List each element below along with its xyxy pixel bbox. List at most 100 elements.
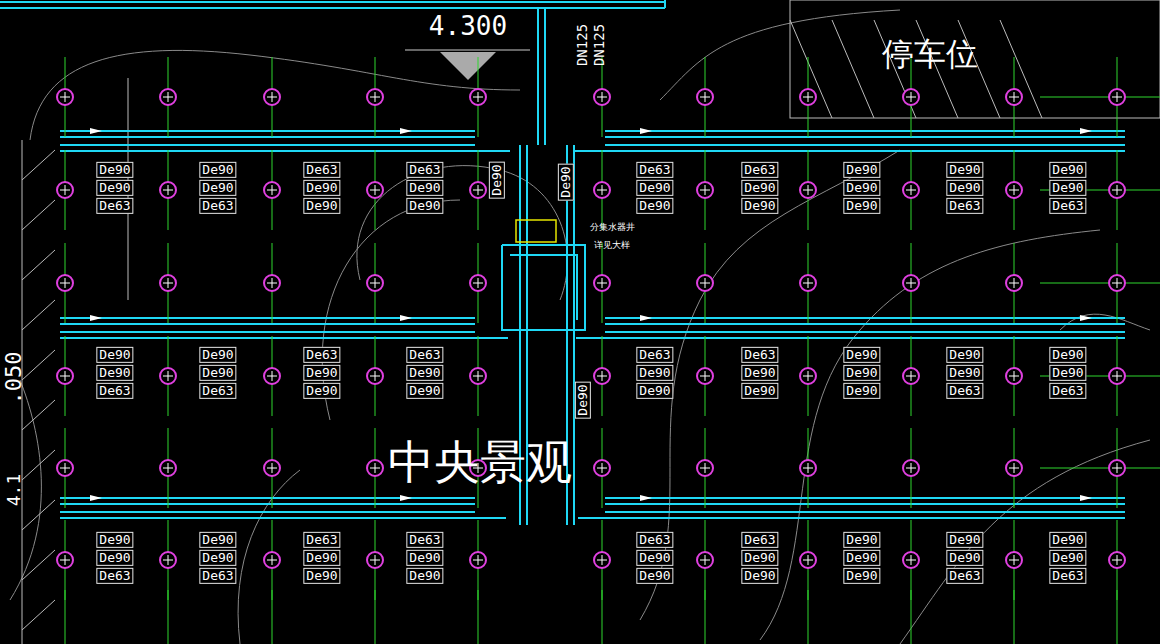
pipe-size: De90 — [741, 550, 778, 566]
pipe-size: De63 — [96, 383, 133, 399]
borehole — [800, 243, 816, 323]
borehole — [57, 428, 73, 508]
borehole — [470, 243, 486, 323]
pipe-size: De63 — [199, 383, 236, 399]
borehole — [903, 150, 919, 230]
pipe-size: De63 — [636, 162, 673, 178]
plan-label: 中央景观 — [388, 437, 572, 488]
borehole — [1109, 520, 1125, 600]
borehole — [594, 428, 610, 508]
pipe-size: De90 — [199, 162, 236, 178]
pipe-size: De90 — [1049, 162, 1086, 178]
pipe-size: De63 — [636, 347, 673, 363]
pipe-size: De90 — [1049, 532, 1086, 548]
elevation-mark — [440, 52, 496, 80]
pipe-size: De63 — [199, 198, 236, 214]
borehole — [160, 57, 176, 137]
contour-line — [760, 230, 1100, 640]
borehole — [57, 150, 73, 230]
borehole — [160, 520, 176, 600]
pipe-size: De90 — [96, 532, 133, 548]
pipe-size: De90 — [199, 365, 236, 381]
borehole — [367, 428, 383, 508]
pipe-size: De63 — [636, 532, 673, 548]
elevation-line — [405, 50, 530, 51]
pipe-size: De90 — [636, 180, 673, 196]
green-lines — [65, 97, 1160, 644]
pipe-size: De90 — [946, 550, 983, 566]
pipe-size: De90 — [96, 347, 133, 363]
pipe-size: De63 — [96, 568, 133, 584]
pipe-size: De63 — [946, 198, 983, 214]
borehole — [697, 520, 713, 600]
borehole — [1109, 428, 1125, 508]
pipe-size: De90 — [303, 550, 340, 566]
pipe-size: De90 — [636, 198, 673, 214]
borehole — [594, 243, 610, 323]
borehole — [160, 336, 176, 416]
borehole — [1006, 243, 1022, 323]
borehole — [903, 243, 919, 323]
pipe-size: De63 — [406, 162, 443, 178]
pipe-size: De90 — [199, 347, 236, 363]
pipe-size: De90 — [96, 162, 133, 178]
pipe-size: De90 — [843, 347, 880, 363]
borehole — [594, 57, 610, 137]
borehole — [160, 150, 176, 230]
pipe-size: De63 — [406, 532, 443, 548]
pipe-size: De63 — [96, 198, 133, 214]
contour-line — [30, 50, 520, 140]
pipe-size: De90 — [946, 180, 983, 196]
borehole — [367, 57, 383, 137]
borehole — [697, 336, 713, 416]
borehole — [697, 428, 713, 508]
borehole — [903, 520, 919, 600]
contour-line — [900, 440, 1150, 644]
plan-label: DN125 — [575, 24, 590, 66]
pipe-size: De90 — [558, 163, 574, 200]
borehole — [1006, 336, 1022, 416]
borehole — [800, 150, 816, 230]
pipe-size: De90 — [1049, 180, 1086, 196]
contour-line — [1060, 314, 1150, 330]
borehole — [470, 520, 486, 600]
pipe-size: De90 — [406, 568, 443, 584]
borehole — [903, 336, 919, 416]
parking-hatch — [790, 0, 1160, 118]
borehole — [264, 520, 280, 600]
pipe-size: De90 — [406, 180, 443, 196]
pipe-size: De90 — [1049, 365, 1086, 381]
pipe-size: De90 — [406, 198, 443, 214]
pipe-size: De90 — [843, 198, 880, 214]
pipe-size: De90 — [636, 383, 673, 399]
borehole — [57, 336, 73, 416]
pipe-size: De63 — [741, 347, 778, 363]
plan-label: 详见大样 — [594, 241, 630, 251]
borehole — [594, 520, 610, 600]
pipe-size: De90 — [406, 365, 443, 381]
borehole — [1109, 243, 1125, 323]
pipe-size: De90 — [575, 381, 591, 418]
borehole — [470, 336, 486, 416]
pipe-size: De90 — [843, 550, 880, 566]
pipe-size: De90 — [946, 162, 983, 178]
pipe-size: De90 — [96, 180, 133, 196]
pipe-size: De90 — [741, 365, 778, 381]
borehole — [264, 428, 280, 508]
pipe-size: De90 — [303, 365, 340, 381]
pipe-size: De63 — [199, 568, 236, 584]
pipe-size: De90 — [303, 383, 340, 399]
borehole — [57, 520, 73, 600]
borehole — [264, 243, 280, 323]
pipe-size: De63 — [1049, 198, 1086, 214]
borehole — [160, 428, 176, 508]
pipe-size: De90 — [406, 550, 443, 566]
pipe-size: De90 — [843, 532, 880, 548]
pipe-size: De90 — [946, 532, 983, 548]
pipe-size: De90 — [303, 568, 340, 584]
borehole — [800, 520, 816, 600]
pipe-size: De90 — [1049, 347, 1086, 363]
pipe-size: De90 — [946, 365, 983, 381]
contour-line — [660, 10, 900, 100]
